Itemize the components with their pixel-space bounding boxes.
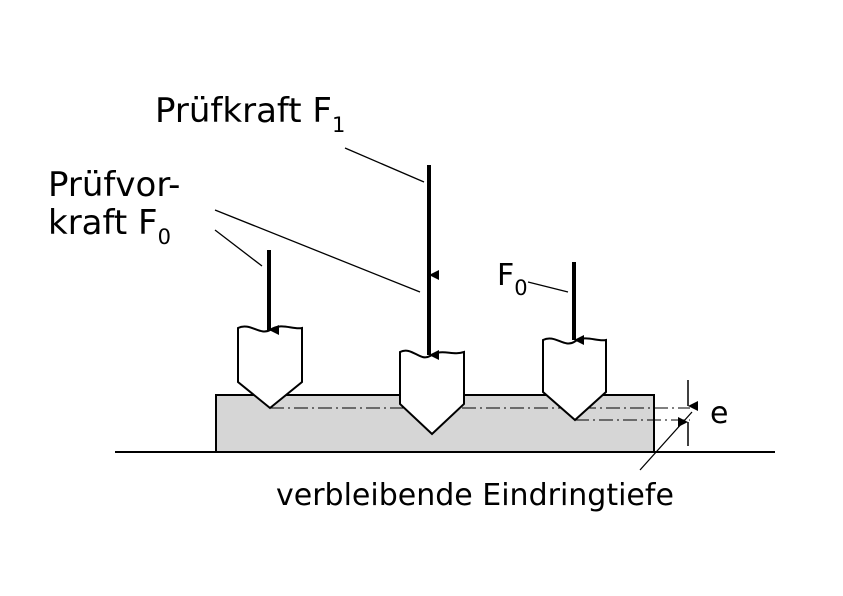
residual-depth-label: verbleibende Eindringtiefe [276,478,674,513]
leader-pruefvorkraft-middle [214,209,421,293]
leader-f0-right [527,281,569,293]
leader-pruefvorkraft-left [214,229,263,267]
f0-right-label: F0 [497,258,528,300]
leader-pruefkraft [344,147,425,183]
pruefvorkraft-label-line1: Prüfvor- [48,165,180,205]
pruefvorkraft-label-line2: kraft F0 [48,203,171,249]
pruefkraft-label: Prüfkraft F1 [155,91,345,137]
e-dimension-label: e [710,396,728,431]
